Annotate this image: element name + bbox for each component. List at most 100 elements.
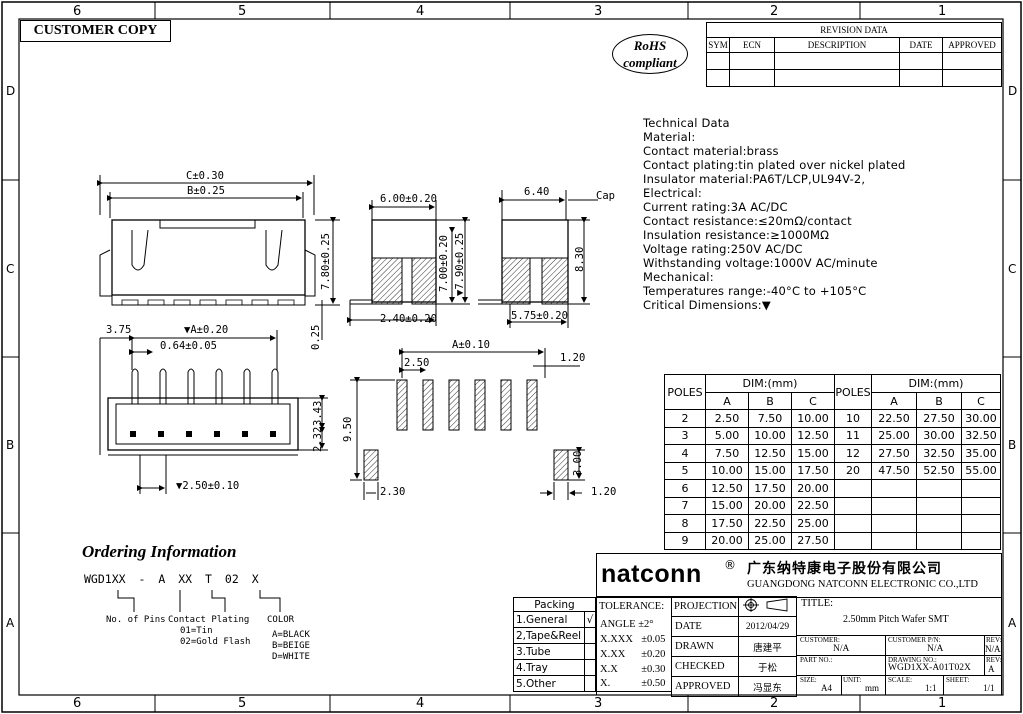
code-part: A (158, 572, 166, 586)
tech-line: Temperatures range:-40°C to +105°C (643, 284, 867, 298)
cell: 7.50 (748, 409, 792, 428)
title-block: natconn ® 广东纳特康电子股份有限公司 GUANGDONG NATCON… (596, 553, 1002, 695)
tolerance-angle: ANGLE ±2° (596, 616, 672, 632)
dim-b: B±0.25 (187, 185, 225, 197)
dim-d064: 0.64±0.05 (160, 340, 217, 352)
tol-key: X. (596, 676, 642, 692)
cell: 25.00 (871, 426, 917, 445)
col-label: 3 (594, 4, 603, 19)
col-label: 1 (938, 696, 947, 711)
tech-line: Contact resistance:≤20mΩ/contact (643, 214, 852, 228)
cell: 10.00 (748, 426, 792, 445)
front-view (97, 175, 340, 340)
tech-line: Insulator material:PA6T/LCP,UL94V-2, (643, 172, 866, 186)
title-area: TITLE: 2.50mm Pitch Wafer SMT CUSTOMER: … (796, 596, 1002, 695)
color-option: D=WHITE (272, 652, 310, 662)
table-header: C (791, 392, 835, 410)
customer-pn-label: CUSTOMER P/N: (888, 636, 941, 644)
col-label: 1 (938, 4, 947, 19)
rev-value: N/A (985, 644, 1001, 654)
dim-d230: 2.30 (380, 486, 406, 498)
col-label: 6 (73, 4, 82, 19)
plating-option: 01=Tin (180, 626, 213, 636)
revision-table: REVISION DATA SYM ECN DESCRIPTION DATE A… (706, 22, 1002, 87)
part-no-label: PART NO.: (800, 656, 833, 664)
row-label: D (6, 84, 16, 98)
customer-pn-value: N/A (927, 644, 944, 654)
tech-line: Material: (643, 130, 696, 144)
tol-val: ±0.30 (641, 661, 673, 677)
dim-d120a: 1.20 (560, 352, 586, 364)
cell: 55.00 (961, 461, 1001, 480)
dim-a010: A±0.10 (452, 339, 490, 351)
cell: 27.50 (791, 531, 835, 550)
pcb-layout (350, 348, 585, 500)
color-title: COLOR (267, 615, 295, 625)
cell: 5.00 (705, 426, 749, 445)
tech-line: Critical Dimensions:▼ (643, 298, 771, 312)
scale-label: SCALE: (888, 676, 913, 684)
drawing-no-label: DRAWING NO.: (888, 656, 937, 664)
col-label: 2 (770, 4, 779, 19)
col-label: 2 (770, 696, 779, 711)
customer-label: CUSTOMER: (800, 636, 840, 644)
tol-val: ±0.05 (641, 631, 673, 647)
title-value: 2.50mm Pitch Wafer SMT (843, 614, 949, 625)
dim-d120b: 1.20 (591, 486, 617, 498)
approved-label: APPROVED (671, 676, 739, 697)
company-en-name: GUANGDONG NATCONN ELECTRONIC CO.,LTD (747, 579, 978, 590)
rohs-line2: compliant (623, 55, 677, 70)
ordering-code: WGD1XX - A XX T 02 X (84, 572, 259, 586)
rohs-badge: RoHS compliant (612, 34, 688, 74)
tech-line: Insulation resistance:≥1000MΩ (643, 228, 830, 242)
brand-row: natconn ® 广东纳特康电子股份有限公司 GUANGDONG NATCON… (597, 554, 1002, 598)
dim-w640: 6.40 (524, 186, 550, 198)
brand-registered: ® (724, 558, 736, 572)
packing-item: 5.Other (513, 675, 585, 692)
col-label: 4 (416, 4, 425, 19)
rev-label: REV: (986, 656, 1002, 664)
dim-cap: Cap (596, 190, 615, 202)
poles-dimension-table: POLES DIM:(mm) POLES DIM:(mm) A B C A B … (664, 374, 1001, 550)
dim-w240: 2.40±0.20 (380, 313, 437, 325)
tech-line: Withstanding voltage:1000V AC/minute (643, 256, 878, 270)
title-label: TITLE: (801, 598, 834, 609)
tol-val: ±0.50 (641, 676, 673, 692)
cell: 10.00 (791, 409, 835, 428)
projection-symbol-icon (738, 596, 797, 617)
customer-copy-label: CUSTOMER COPY (20, 20, 171, 42)
cell: 20.00 (705, 531, 749, 550)
color-option: A=BLACK (272, 630, 310, 640)
technical-data: Technical Data Material: Contact materia… (643, 116, 988, 312)
side-view (347, 200, 470, 326)
packing-item: 2,Tape&Reel (513, 627, 585, 644)
row-label: C (1008, 262, 1017, 276)
row-label: B (1008, 438, 1017, 452)
cell: 22.50 (791, 496, 835, 515)
rev-label: REV: (986, 636, 1002, 644)
table-header: DIM:(mm) (705, 374, 835, 393)
col-label: 5 (238, 4, 247, 19)
packing-check: √ (584, 611, 596, 628)
row-label: A (1008, 616, 1017, 630)
tolerance-table: TOLERANCE: ANGLE ±2° X.XXX±0.05 X.XX±0.2… (596, 596, 673, 692)
tolerance-label: TOLERANCE: (596, 596, 672, 617)
row-label: C (6, 262, 15, 276)
tech-line: Technical Data (643, 116, 730, 130)
packing-item: 4.Tray (513, 659, 585, 676)
top-view (99, 330, 328, 494)
packing-title: Packing (513, 597, 596, 612)
color-option: B=BEIGE (272, 641, 310, 651)
ordering-title: Ordering Information (82, 542, 237, 561)
dim-d250: 2.50 (404, 357, 430, 369)
code-part: T (205, 572, 212, 586)
cell: 17.50 (705, 514, 749, 533)
dim-c: C±0.30 (186, 170, 224, 182)
code-part: - (138, 572, 146, 586)
table-header: C (961, 392, 1001, 410)
checked-label: CHECKED (671, 656, 739, 677)
